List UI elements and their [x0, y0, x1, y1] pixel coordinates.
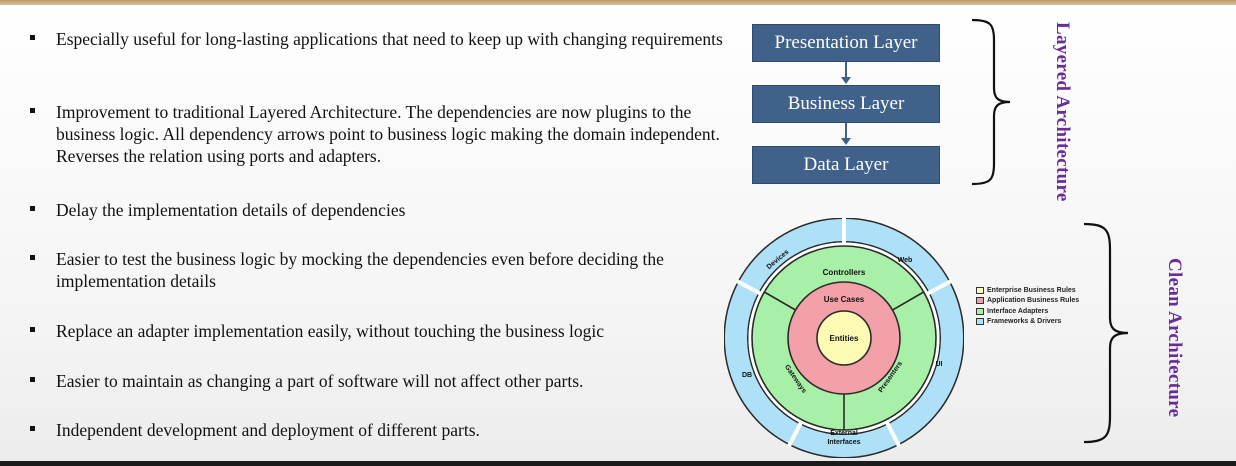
bullet-item: Improvement to traditional Layered Archi… [30, 101, 730, 167]
legend-item: Interface Adapters [976, 306, 1079, 317]
square-bullet-icon [30, 108, 35, 113]
square-bullet-icon [30, 35, 35, 40]
bottom-decor-bar [0, 461, 1236, 466]
bullet-item: Especially useful for long-lasting appli… [30, 28, 730, 50]
legend-item: Application Business Rules [976, 296, 1079, 307]
square-bullet-icon [30, 377, 35, 382]
clean-architecture-rings: Entities Use Cases Controllers Gateways … [724, 218, 964, 458]
external-interfaces-label-line2: Interfaces [827, 439, 860, 446]
bullet-item: Independent development and deployment o… [30, 419, 730, 441]
bullet-item: Easier to maintain as changing a part of… [30, 370, 730, 392]
legend-swatch-green-icon [976, 307, 984, 315]
entities-label: Entities [830, 334, 859, 343]
legend-swatch-blue-icon [976, 318, 984, 326]
db-label: DB [742, 372, 752, 379]
square-bullet-icon [30, 206, 35, 211]
square-bullet-icon [30, 255, 35, 260]
legend-swatch-yellow-icon [976, 286, 984, 294]
clean-brace-icon [1083, 222, 1129, 444]
legend-item: Enterprise Business Rules [976, 285, 1079, 296]
top-decor-bar [0, 0, 1236, 5]
layered-brace-icon [971, 18, 1011, 186]
clean-architecture-legend: Enterprise Business Rules Application Bu… [976, 285, 1079, 327]
clean-architecture-title: Clean Architecture [1164, 258, 1185, 418]
arrow-down-icon [841, 77, 851, 84]
legend-item: Frameworks & Drivers [976, 317, 1079, 328]
ui-label: UI [936, 361, 943, 368]
data-layer-box: Data Layer [752, 146, 940, 184]
external-interfaces-label-line1: External [830, 430, 858, 437]
layered-architecture-title: Layered Architecture [1052, 22, 1073, 202]
arrow-line [845, 123, 847, 139]
arrow-down-icon [841, 138, 851, 145]
bullet-item: Replace an adapter implementation easily… [30, 320, 730, 342]
web-label: Web [898, 257, 913, 264]
business-layer-box: Business Layer [752, 85, 940, 123]
square-bullet-icon [30, 426, 35, 431]
use-cases-label: Use Cases [824, 295, 865, 304]
presentation-layer-box: Presentation Layer [752, 24, 940, 62]
arrow-line [845, 62, 847, 78]
legend-swatch-red-icon [976, 297, 984, 305]
square-bullet-icon [30, 327, 35, 332]
bullet-item: Delay the implementation details of depe… [30, 199, 730, 221]
controllers-label: Controllers [823, 268, 866, 277]
bullet-item: Easier to test the business logic by moc… [30, 248, 730, 292]
